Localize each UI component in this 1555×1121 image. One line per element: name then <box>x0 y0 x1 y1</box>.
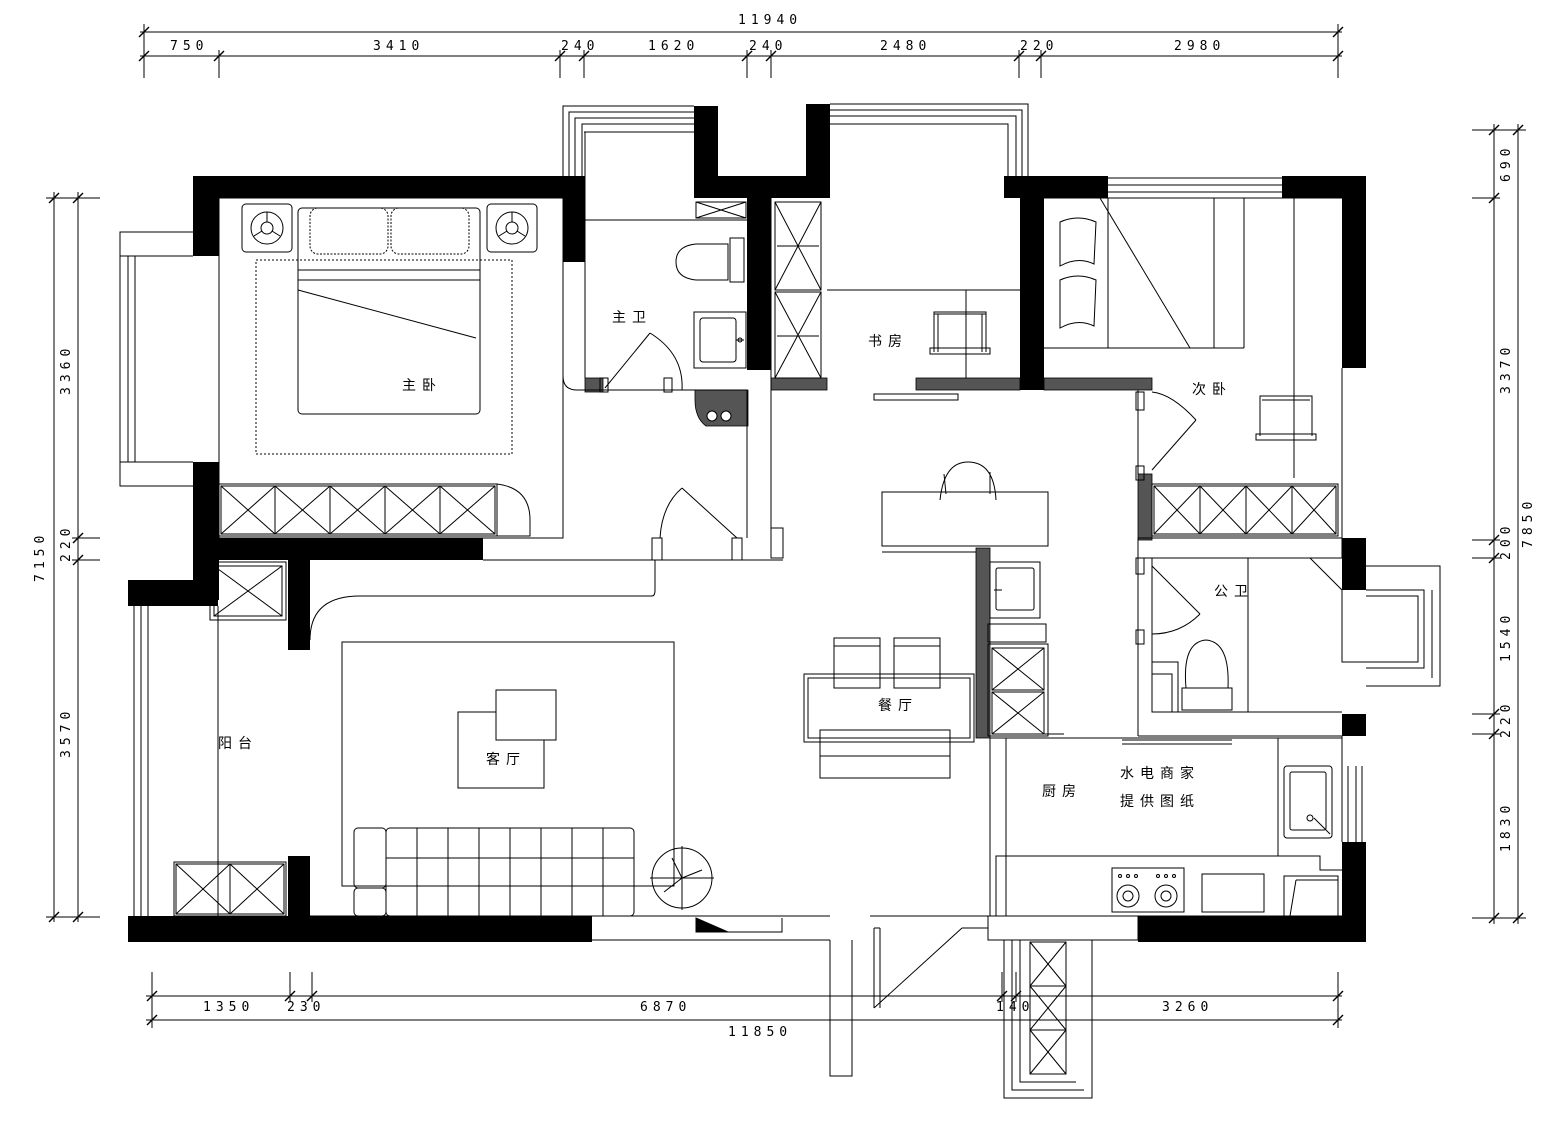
dim-right-1540: 1540 <box>1499 611 1514 662</box>
dimension-lines <box>46 24 1526 1028</box>
label-balcony: 阳台 <box>218 736 258 752</box>
wardrobes <box>173 201 1339 1075</box>
dim-top-240b: 240 <box>749 39 787 54</box>
doors <box>599 332 1232 933</box>
room-labels: 主卧 主卫 书房 次卧 公卫 阳台 客厅 餐厅 厨房 水电商家 提供图纸 <box>218 310 1254 810</box>
note-line-1: 水电商家 <box>1120 765 1200 782</box>
label-study: 书房 <box>868 334 908 350</box>
dim-right-200: 200 <box>1499 522 1514 560</box>
dim-bottom-6870: 6870 <box>640 1000 691 1015</box>
dim-right-1830: 1830 <box>1499 801 1514 852</box>
furniture <box>241 198 1339 917</box>
label-master-bath: 主卫 <box>612 310 652 326</box>
dim-left-220: 220 <box>59 524 74 562</box>
dim-top-2980: 2980 <box>1174 39 1225 54</box>
dim-right-220: 220 <box>1499 700 1514 738</box>
dim-left-3360: 3360 <box>59 344 74 395</box>
dim-right-690: 690 <box>1499 144 1514 182</box>
dimension-labels: 11940 750 3410 240 1620 240 2480 220 298… <box>33 13 1536 1040</box>
dim-left-3570: 3570 <box>59 707 74 758</box>
dim-top-1620: 1620 <box>648 39 699 54</box>
dim-right-total: 7850 <box>1521 497 1536 548</box>
sofa <box>353 827 635 917</box>
label-kitchen: 厨房 <box>1042 784 1082 800</box>
dim-top-2480: 2480 <box>880 39 931 54</box>
dim-top-240a: 240 <box>561 39 599 54</box>
label-second-bedroom: 次卧 <box>1192 382 1232 398</box>
dim-right-3370: 3370 <box>1499 343 1514 394</box>
windows <box>119 103 1441 1099</box>
label-dining-room: 餐厅 <box>878 698 918 714</box>
label-living-room: 客厅 <box>486 751 526 768</box>
dim-top-3410: 3410 <box>373 39 424 54</box>
dim-bottom-3260: 3260 <box>1162 1000 1213 1015</box>
dim-bottom-total: 11850 <box>728 1025 792 1040</box>
dim-top-total: 11940 <box>738 13 802 28</box>
dim-top-750: 750 <box>170 39 208 54</box>
dim-bottom-1350: 1350 <box>203 1000 254 1015</box>
interior-lines <box>217 132 1366 1009</box>
dim-top-220: 220 <box>1020 39 1058 54</box>
dim-bottom-140: 140 <box>996 1000 1034 1015</box>
note-line-2: 提供图纸 <box>1120 794 1200 810</box>
label-public-bath: 公卫 <box>1214 584 1254 600</box>
dim-left-total: 7150 <box>33 531 48 582</box>
dim-bottom-230: 230 <box>287 1000 325 1015</box>
walls <box>128 104 1366 942</box>
hatched-walls <box>584 377 1153 739</box>
label-master-bedroom: 主卧 <box>402 378 442 394</box>
